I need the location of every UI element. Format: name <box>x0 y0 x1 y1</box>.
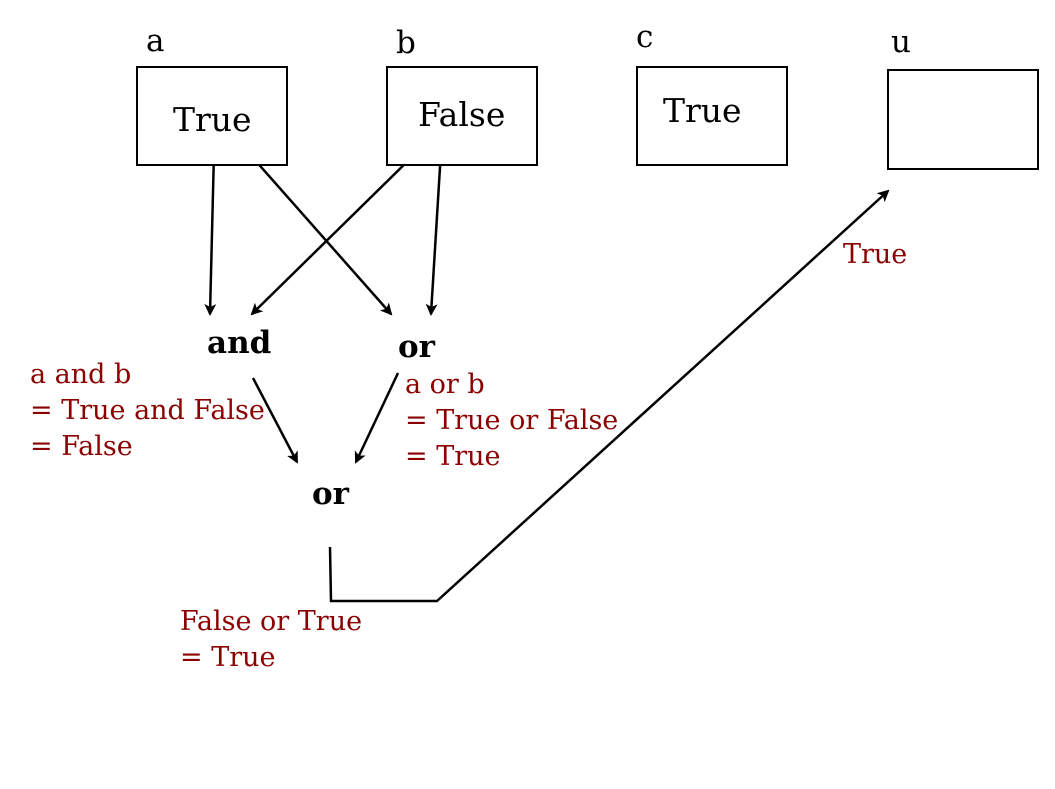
arrow-and-to-or <box>251 377 299 464</box>
variable-b-value: False <box>418 95 506 134</box>
or-operator-top: or <box>398 329 436 365</box>
variable-b-box: False <box>386 66 538 166</box>
and-evaluation-note: a and b = True and False = False <box>30 357 265 465</box>
or-eval-line-2: = True or False <box>405 405 619 436</box>
or-operator-bottom: or <box>312 476 350 512</box>
variable-u-box <box>887 69 1039 170</box>
variable-a-name: a <box>146 23 165 59</box>
or-eval-line-3: = True <box>405 441 501 472</box>
final-evaluation-note: False or True = True <box>180 604 362 676</box>
or-evaluation-note: a or b = True or False = True <box>405 367 618 475</box>
and-eval-line-3: = False <box>30 431 133 462</box>
variable-c-name: c <box>636 19 654 55</box>
arrow-or-to-or <box>354 372 400 464</box>
arrow-a-to-and <box>204 151 217 316</box>
variable-a-value: True <box>173 100 252 139</box>
variable-c-value: True <box>663 91 742 130</box>
arrow-b-to-and <box>250 150 419 316</box>
arrow-or-to-u <box>328 189 890 603</box>
final-eval-line-2: = True <box>180 642 276 673</box>
and-operator: and <box>207 325 272 361</box>
u-assignment-label: True <box>843 239 908 270</box>
arrow-b-to-or <box>425 150 443 316</box>
variable-u-name: u <box>891 24 911 60</box>
and-eval-line-1: a and b <box>30 359 132 390</box>
arrow-a-to-or <box>245 149 393 316</box>
and-eval-line-2: = True and False <box>30 395 265 426</box>
or-eval-line-1: a or b <box>405 369 485 400</box>
variable-b-name: b <box>396 25 416 61</box>
variable-c-box: True <box>636 66 788 166</box>
variable-a-box: True <box>136 66 288 166</box>
final-eval-line-1: False or True <box>180 606 363 637</box>
